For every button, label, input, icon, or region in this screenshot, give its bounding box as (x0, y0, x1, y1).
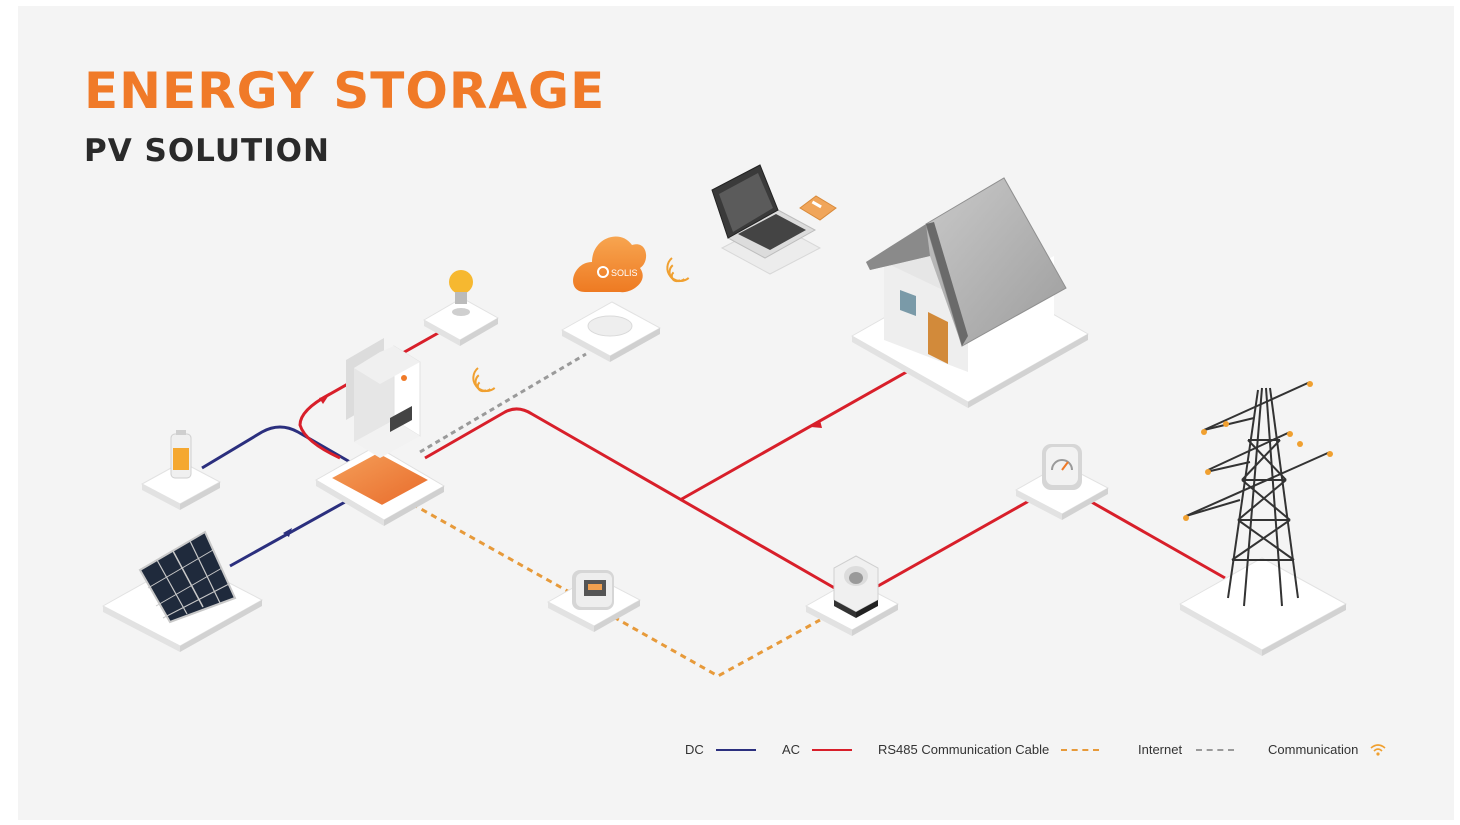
hybrid-inverter-icon (346, 338, 421, 458)
diagram-background (18, 6, 1454, 820)
wifi-icon (1370, 743, 1386, 756)
transmission-tower-icon (1178, 381, 1348, 656)
smart-meter-icon (546, 570, 642, 632)
legend-swatch-rs485 (1061, 748, 1100, 751)
legend-swatch-dc (715, 748, 756, 751)
wifi-signal-icon (666, 257, 690, 283)
dc-arrow (283, 528, 292, 537)
legend-label-communication: Communication (1268, 742, 1359, 757)
legend-item-internet: Internet (1138, 742, 1235, 757)
legend-item-communication: Communication (1268, 742, 1386, 757)
ac-line-lamp (298, 330, 441, 460)
ac-arrow-lamp (319, 395, 329, 404)
legend-swatch-internet (1196, 748, 1235, 751)
legend-item-dc: DC (685, 742, 756, 757)
light-bulb-icon (422, 270, 500, 346)
cloud-label: SOLIS (611, 268, 638, 278)
cloud-icon: SOLIS (573, 236, 647, 293)
legend-item-rs485: RS485 Communication Cable (878, 742, 1100, 757)
page-subtitle: PV SOLUTION (84, 133, 330, 169)
legend-item-ac: AC (782, 742, 853, 757)
ac-line-house (679, 368, 911, 502)
legend-label-rs485: RS485 Communication Cable (878, 742, 1050, 757)
page-title: ENERGY STORAGE (84, 62, 606, 120)
router-icon (560, 301, 662, 362)
house-icon (850, 177, 1090, 408)
ct-meter-icon (804, 555, 900, 636)
ac-arrow-house (811, 420, 822, 428)
connections (201, 330, 1226, 678)
dc-line-battery (201, 425, 351, 470)
laptop-icon (711, 164, 822, 275)
rs485-line (411, 502, 821, 678)
legend-label-dc: DC (685, 742, 704, 757)
ac-line-grid (1087, 498, 1226, 580)
legend-label-internet: Internet (1138, 742, 1183, 757)
grid-meter-icon (1014, 444, 1110, 520)
ac-line-main (424, 407, 839, 592)
wifi-signal-icon (472, 367, 496, 393)
battery-icon (140, 430, 222, 510)
legend-label-ac: AC (782, 742, 801, 757)
phone-icon (799, 195, 837, 221)
storage-battery-base (315, 445, 445, 526)
internet-line (419, 352, 587, 454)
solar-panel-icon (101, 530, 264, 652)
ac-line-meter (877, 495, 1037, 588)
legend-swatch-ac (812, 748, 853, 751)
